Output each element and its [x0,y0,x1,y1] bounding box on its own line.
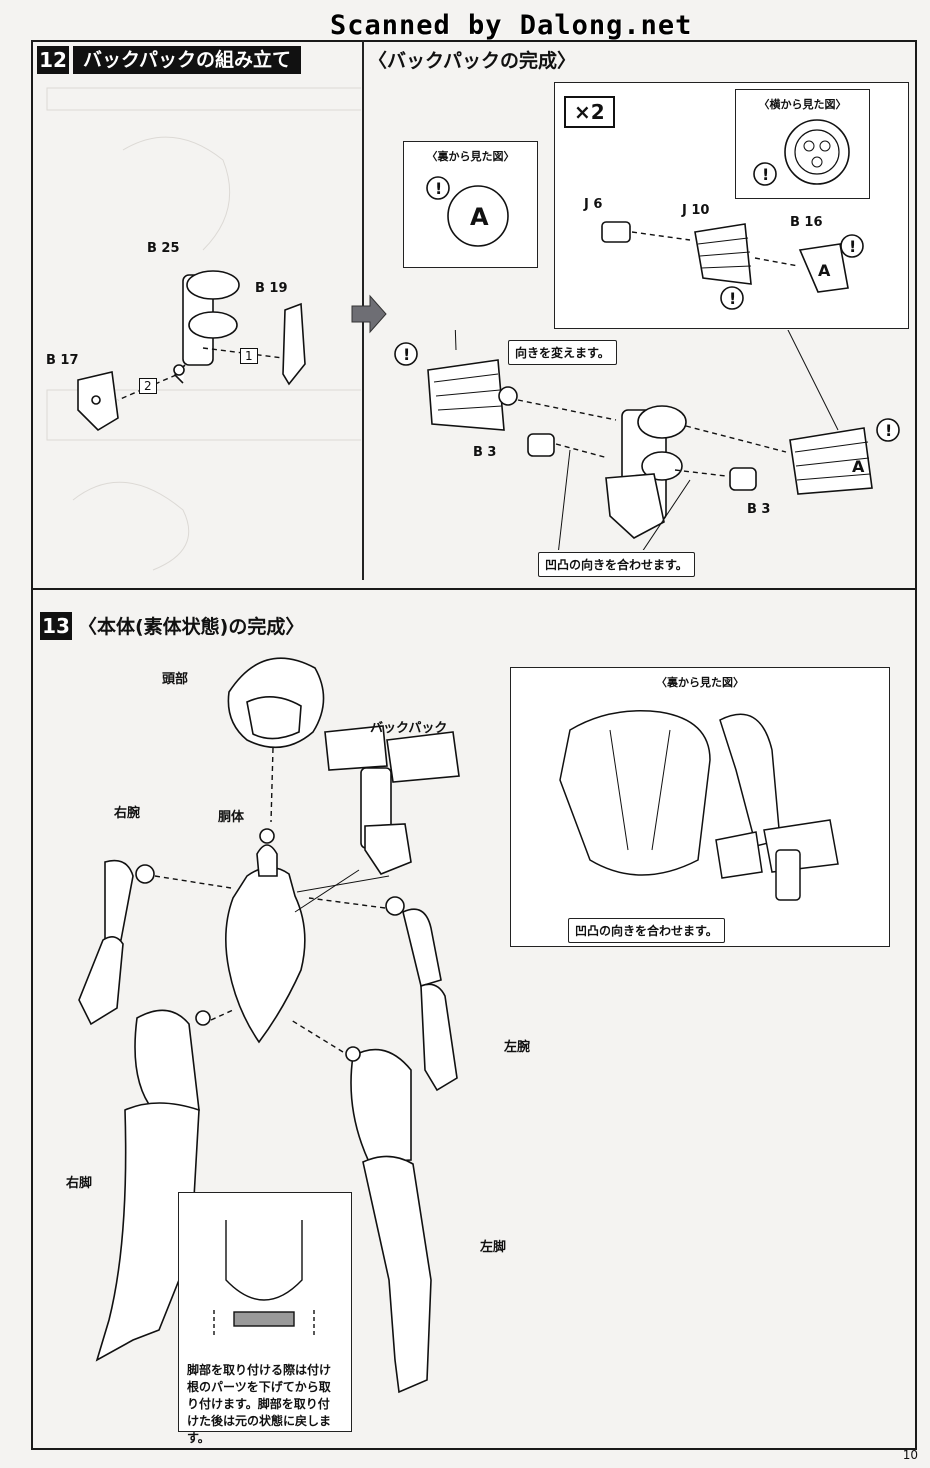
part-b25-label: B 25 [147,241,180,256]
page-number: 10 [902,1448,918,1462]
label-right-arm: 右腕 [114,806,141,821]
side-view-drawing: ! [753,119,850,186]
part-j6-label: J 6 [584,197,603,212]
svg-text:!: ! [403,345,410,364]
scanner-watermark: Scanned by Dalong.net [330,10,693,41]
backside-view-title: 〈裏から見た図〉 [426,150,515,163]
label-torso: 胴体 [218,810,245,825]
part-j10-label: J 10 [682,203,710,218]
thruster-subassembly-diagram: A ! ! [601,221,864,310]
side-view-title: 〈横から見た図〉 [758,98,847,111]
leg-attach-note-drawing [213,1220,315,1338]
step-12-number: 12 [37,46,69,74]
part-b16-label: B 16 [790,215,823,230]
rotate-callout: 向きを変えます。 [508,340,617,365]
svg-text:A: A [818,261,831,280]
part-b3-left-label: B 3 [473,445,497,460]
align-callout-step13: 凹凸の向きを合わせます。 [568,918,725,943]
torso-back-view-title: 〈裏から見た図〉 [656,676,744,689]
svg-text:!: ! [435,179,442,198]
part-b17-label: B 17 [46,353,79,368]
backside-view-drawing: A ! [426,176,509,247]
label-head: 頭部 [162,672,189,687]
svg-text:!: ! [762,165,769,184]
torso-back-view-drawing [559,710,839,901]
backpack-assembly-diagram [46,87,361,571]
leg-attach-note-text: 脚部を取り付ける際は付け根のパーツを下げてから取り付けます。脚部を取り付けた後は… [187,1363,332,1445]
align-callout-step12: 凹凸の向きを合わせます。 [538,552,695,577]
proceed-arrow-icon [351,294,387,334]
label-right-leg: 右脚 [66,1176,93,1191]
step-12-panel [31,40,917,590]
svg-text:A: A [470,203,489,231]
step-13-panel [31,590,917,1450]
order-2-badge: 2 [139,378,157,394]
part-b19-label: B 19 [255,281,288,296]
repeat-x2-badge: ×2 [564,96,615,128]
label-left-arm: 左腕 [504,1040,531,1055]
step-13-number: 13 [40,612,72,640]
step-12-result-heading: 〈バックパックの完成〉 [368,50,577,72]
label-backpack: バックパック [370,721,448,736]
step-12-title: バックパックの組み立て [73,46,302,74]
backpack-complete-diagram: ! ! A [394,330,900,550]
svg-text:!: ! [849,237,856,256]
svg-text:!: ! [729,289,736,308]
part-b3-right-label: B 3 [747,502,771,517]
step-13-title: 〈本体(素体状態)の完成〉 [78,616,305,638]
svg-text:!: ! [885,421,892,440]
order-1-badge: 1 [240,348,258,364]
label-left-leg: 左脚 [480,1240,507,1255]
svg-text:A: A [852,457,865,476]
body-assembly-diagram [78,657,460,1394]
